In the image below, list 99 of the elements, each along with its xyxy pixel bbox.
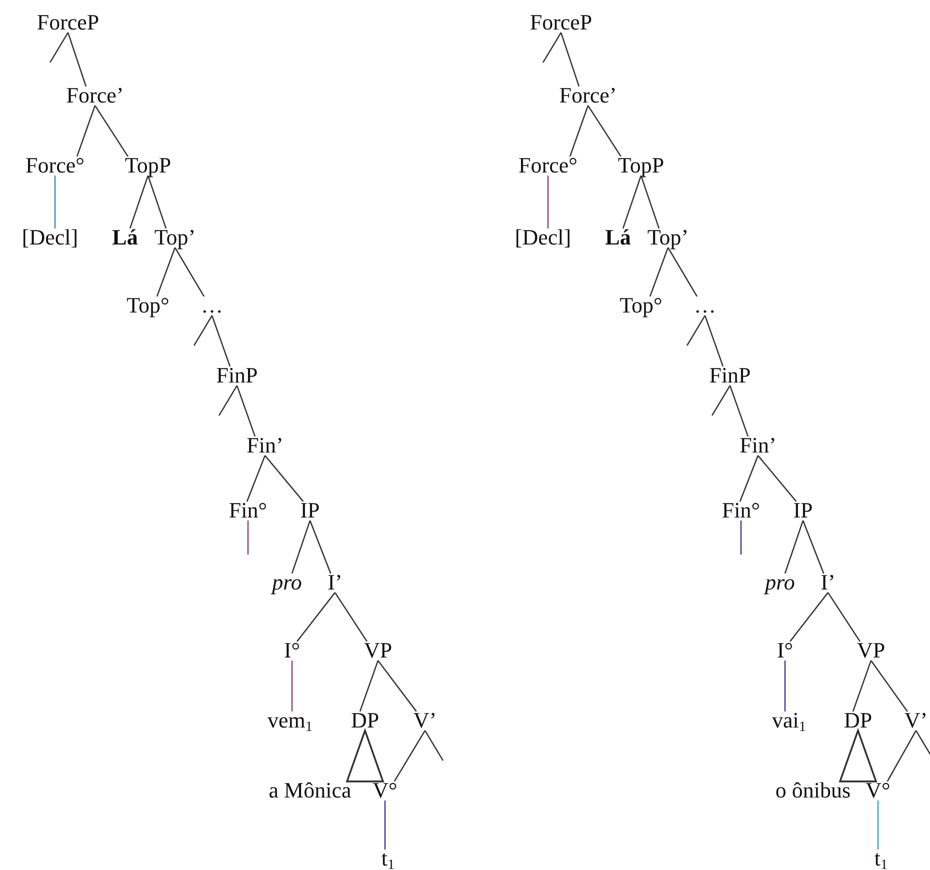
tree-label: VP [856, 638, 886, 662]
tree-label: vem$_{1}$ [267, 708, 313, 732]
tree-branch [784, 660, 786, 712]
tree-branch [729, 385, 749, 437]
emphasized-word: Lá [605, 225, 631, 249]
tree-label: I° [776, 638, 794, 662]
tree-branch [547, 176, 549, 228]
tree-label: IP [793, 498, 813, 522]
tree-branch [156, 247, 176, 297]
tree-branch [649, 247, 669, 297]
tree-branch [193, 315, 213, 346]
tree-branch [129, 175, 149, 229]
tree-branch [852, 660, 872, 712]
tree-label: DP [350, 708, 380, 732]
tree-label: FinP [709, 363, 751, 387]
tree-label: Force° [26, 153, 84, 177]
tree-label: Fin’ [246, 433, 284, 457]
tree-branch [827, 592, 860, 642]
tree-branch [377, 660, 417, 712]
tree-branch [54, 176, 56, 228]
tree-label: a Mônica [268, 778, 352, 802]
tree-branch [359, 660, 379, 712]
triangle-branch [346, 728, 384, 782]
tree-label: Fin° [228, 498, 268, 522]
tree-label: vai$_{1}$ [772, 708, 806, 732]
tree-branch [686, 315, 706, 346]
tree-branch [67, 32, 87, 87]
tree-branch [291, 660, 293, 712]
tree-branch [569, 105, 589, 157]
tree-branch [218, 385, 238, 416]
tree-label: I° [284, 638, 300, 662]
tree-branch [740, 520, 742, 555]
tree-branch [211, 315, 231, 367]
tree-label: Top’ [154, 225, 196, 249]
tree-label: V’ [904, 708, 928, 732]
tree-branch [622, 175, 642, 229]
tree-branch [587, 105, 622, 157]
tree-label: Fin’ [740, 433, 776, 457]
tree-label: pro [765, 570, 795, 594]
tree-branch [886, 730, 917, 782]
tree-branch [49, 32, 69, 63]
tree-branch [711, 385, 731, 416]
tree-branch [758, 455, 797, 502]
tree-label: ForceP [530, 10, 592, 34]
tree-label: Fin° [722, 498, 760, 522]
tree-branch [94, 105, 128, 157]
tree-branch [236, 385, 256, 437]
tree-branch [667, 247, 698, 297]
emphasized-word: Lá [112, 225, 138, 249]
tree-branch [802, 520, 824, 574]
tree-label: pro [272, 570, 302, 594]
tree-label: V’ [413, 708, 437, 732]
tree-branch [560, 32, 580, 87]
tree-label: t$_{1}$ [874, 846, 888, 870]
tree-branch [877, 800, 879, 850]
tree-branch [296, 592, 336, 642]
tree-label: V° [866, 778, 890, 802]
tree-branch [147, 175, 167, 229]
tree-label: … [694, 293, 716, 317]
tree-branch [870, 660, 908, 712]
tree-label: Force’ [66, 83, 124, 107]
tree-branch [784, 520, 804, 574]
tree-branch [739, 455, 759, 502]
tree-label: TopP [124, 153, 172, 177]
tree-branch [394, 730, 426, 782]
tree-label: TopP [618, 153, 664, 177]
tree-label: [Decl] [514, 225, 572, 249]
tree-label: VP [364, 638, 392, 662]
tree-branch [174, 247, 205, 297]
tree-label: I’ [328, 570, 342, 594]
tree-branch [424, 730, 444, 761]
tree-label: o ônibus [775, 778, 851, 802]
tree-label: FinP [216, 363, 258, 387]
triangle-branch [838, 728, 878, 782]
tree-branch [76, 105, 96, 157]
tree-branch [247, 520, 249, 555]
tree-label: V° [372, 778, 398, 802]
tree-label: [Decl] [22, 225, 78, 249]
tree-label: Top’ [647, 225, 689, 249]
tree-branch [542, 32, 562, 63]
tree-label: ForceP [36, 10, 100, 34]
tree-branch [309, 520, 332, 574]
tree-branch [640, 175, 660, 229]
tree-label: Top° [126, 293, 170, 317]
tree-label: … [201, 293, 223, 317]
tree-label: IP [300, 498, 320, 522]
tree-label: I’ [820, 570, 836, 594]
tree-branch [246, 455, 266, 502]
tree-branch [264, 455, 304, 502]
tree-label: Force’ [559, 83, 617, 107]
tree-branch [790, 592, 829, 642]
tree-branch [291, 520, 311, 574]
tree-label: DP [844, 708, 872, 732]
tree-label: Top° [620, 293, 662, 317]
tree-branch [704, 315, 724, 367]
tree-branch [334, 592, 368, 642]
tree-branch [384, 800, 386, 850]
tree-label: t$_{1}$ [381, 846, 395, 870]
tree-label: Force° [518, 153, 578, 177]
